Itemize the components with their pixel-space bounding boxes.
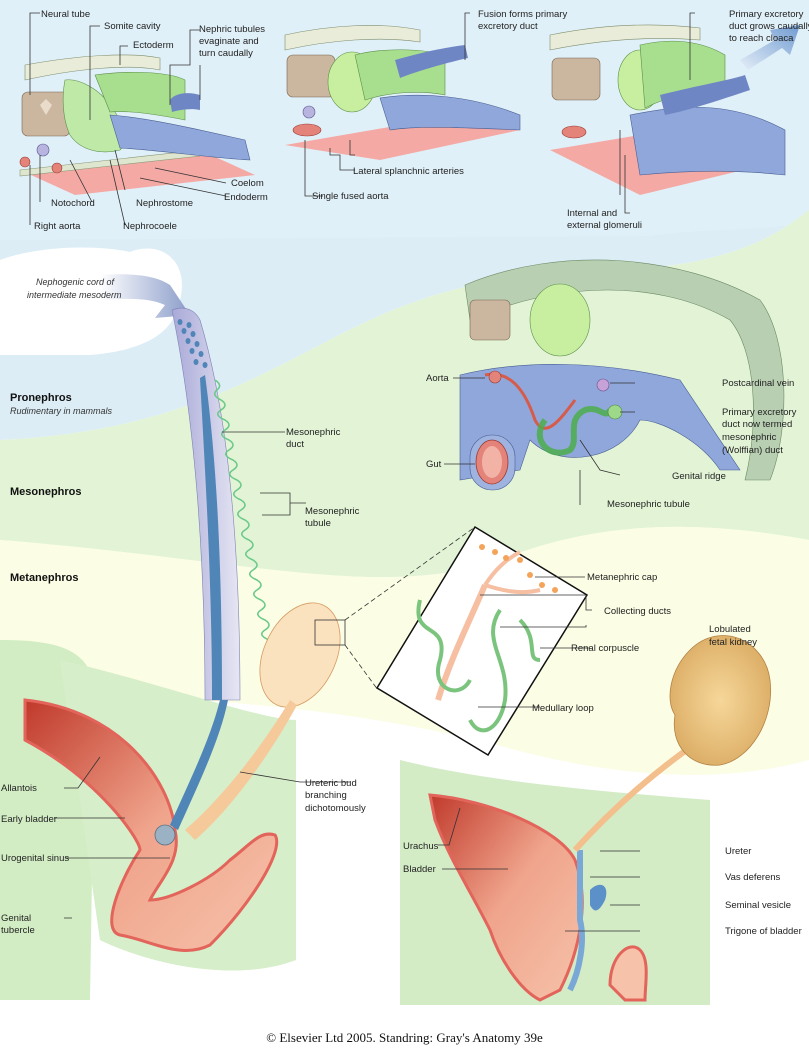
label-lateral-splanchnic-arteries: Lateral splanchnic arteries — [353, 166, 464, 177]
pronephric-tubules — [177, 319, 208, 368]
label-genital-tubercle-2: tubercle — [1, 925, 35, 936]
label-ureter: Ureter — [725, 846, 751, 857]
cord-labels: Nephogenic cord of intermediate mesoderm… — [27, 277, 360, 529]
label-coelom: Coelom — [231, 178, 264, 189]
label-primary-duct-2: duct grows caudally — [729, 21, 809, 32]
label-urogenital-sinus: Urogenital sinus — [1, 853, 69, 864]
cord-arrow-icon — [100, 270, 190, 318]
cross-section-labels: Aorta Postcardinal vein Primary excretor… — [426, 373, 797, 510]
label-wolffian-3: mesonephric — [722, 432, 777, 443]
label-somite-cavity: Somite cavity — [104, 21, 161, 32]
label-wolffian-1: Primary excretory — [722, 407, 797, 418]
label-right-aorta: Right aorta — [34, 221, 81, 232]
label-glomeruli-1: Internal and — [567, 208, 617, 219]
stage-subtitle-pronephros: Rudimentary in mammals — [10, 406, 113, 416]
label-ureteric-bud-3: dichotomously — [305, 803, 366, 814]
label-allantois: Allantois — [1, 783, 37, 794]
label-nephric-tubules-2: evaginate and — [199, 36, 259, 47]
label-mesonephric-tubule-1: Mesonephric — [305, 506, 360, 517]
late-bladder-labels: Lobulated fetal kidney Urachus Bladder U… — [403, 624, 802, 937]
panel-a-illustration — [19, 54, 255, 195]
mesonephric-tubules — [213, 379, 278, 671]
panel-c-illustration — [549, 24, 800, 195]
copyright-credit: © Elsevier Ltd 2005. Standring: Gray's A… — [266, 1030, 543, 1045]
label-mesonephric-duct-1: Mesonephric — [286, 427, 341, 438]
inset-box — [375, 525, 589, 757]
label-nephric-tubules-1: Nephric tubules — [199, 24, 265, 35]
label-vas-deferens: Vas deferens — [725, 872, 781, 883]
label-glomeruli-2: external glomeruli — [567, 220, 642, 231]
label-endoderm: Endoderm — [224, 192, 268, 203]
panel-a-labels: Neural tube Somite cavity Ectoderm Nephr… — [34, 9, 268, 232]
mesonephric-duct-line — [200, 375, 222, 700]
stage-title-pronephros: Pronephros — [10, 392, 72, 404]
late-bladder-illustration — [428, 635, 772, 1002]
label-mesonephric-duct-2: duct — [286, 439, 304, 450]
label-ectoderm: Ectoderm — [133, 40, 174, 51]
panel-b-labels: Fusion forms primary excretory duct Late… — [312, 9, 567, 202]
metanephros-illustration — [185, 525, 589, 840]
stage-title-mesonephros: Mesonephros — [10, 486, 82, 498]
leader-lines — [29, 12, 695, 932]
label-bladder: Bladder — [403, 864, 436, 875]
stage-labels: Pronephros Rudimentary in mammals Mesone… — [10, 392, 113, 584]
label-aorta: Aorta — [426, 373, 449, 384]
label-ureteric-bud-2: branching — [305, 790, 347, 801]
label-genital-ridge: Genital ridge — [672, 471, 726, 482]
label-wolffian-4: (Wolffian) duct — [722, 445, 783, 456]
label-urachus: Urachus — [403, 841, 439, 852]
white-cloud — [0, 247, 182, 355]
early-bladder-illustration — [23, 698, 279, 952]
label-lobulated-kidney-1: Lobulated — [709, 624, 751, 635]
label-primary-duct-1: Primary excretory — [729, 9, 804, 20]
label-primary-duct-3: to reach cloaca — [729, 33, 794, 44]
label-mesonephric-tubule-cross: Mesonephric tubule — [607, 499, 690, 510]
stage-title-metanephros: Metanephros — [10, 572, 78, 584]
cross-section-illustration — [459, 259, 785, 491]
label-mesonephric-tubule-2: tubule — [305, 518, 331, 529]
label-lobulated-kidney-2: fetal kidney — [709, 637, 757, 648]
nephrogenic-cord — [100, 270, 278, 701]
panel-b-illustration — [284, 25, 521, 160]
label-wolffian-2: duct now termed — [722, 419, 792, 430]
label-nephrogenic-cord-1: Nephogenic cord of — [36, 277, 116, 287]
label-single-fused-aorta: Single fused aorta — [312, 191, 389, 202]
label-metanephric-cap: Metanephric cap — [587, 572, 657, 583]
label-fusion-1: Fusion forms primary — [478, 9, 567, 20]
panel-c-labels: Primary excretory duct grows caudally to… — [567, 9, 809, 231]
label-nephric-tubules-3: turn caudally — [199, 48, 253, 59]
label-ureteric-bud-1: Ureteric bud — [305, 778, 357, 789]
label-early-bladder: Early bladder — [1, 814, 57, 825]
label-neural-tube: Neural tube — [41, 9, 90, 20]
early-bladder-labels: Allantois Early bladder Urogenital sinus… — [1, 778, 366, 936]
label-postcardinal-vein: Postcardinal vein — [722, 378, 794, 389]
inset-labels: Metanephric cap Collecting ducts Renal c… — [532, 572, 671, 714]
label-trigone-of-bladder: Trigone of bladder — [725, 926, 802, 937]
label-medullary-loop: Medullary loop — [532, 703, 594, 714]
label-collecting-ducts: Collecting ducts — [604, 606, 671, 617]
lobulated-kidney — [669, 635, 772, 766]
label-renal-corpuscle: Renal corpuscle — [571, 643, 639, 654]
label-nephrogenic-cord-2: intermediate mesoderm — [27, 290, 122, 300]
label-notochord: Notochord — [51, 198, 95, 209]
label-seminal-vesicle: Seminal vesicle — [725, 900, 791, 911]
growth-arrow-icon — [740, 25, 800, 70]
label-fusion-2: excretory duct — [478, 21, 538, 32]
label-gut: Gut — [426, 459, 442, 470]
label-nephrostome: Nephrostome — [136, 198, 193, 209]
label-genital-tubercle-1: Genital — [1, 913, 31, 924]
label-nephrocoele: Nephrocoele — [123, 221, 177, 232]
